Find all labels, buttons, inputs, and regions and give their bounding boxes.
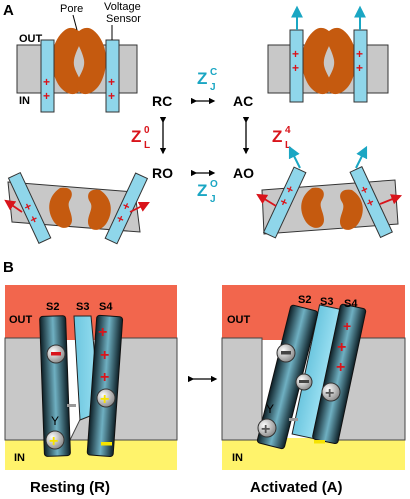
- svg-text:+: +: [43, 89, 50, 103]
- svg-text:+: +: [100, 369, 109, 386]
- label-s4-resting: S4: [99, 301, 113, 313]
- svg-text:Z: Z: [131, 127, 141, 146]
- label-s4-activated: S4: [344, 298, 358, 310]
- svg-text:Z: Z: [197, 69, 207, 88]
- out-label-activated: OUT: [227, 314, 251, 326]
- panel-b-label: B: [3, 259, 14, 276]
- residue-y-activated: Y: [266, 402, 274, 416]
- voltage-label: Voltage: [104, 1, 141, 13]
- svg-text:L: L: [285, 140, 291, 151]
- voltage-sensor-left: [40, 39, 55, 113]
- svg-text:+: +: [337, 339, 346, 356]
- eq-constant-bottom: Z O J: [197, 179, 218, 205]
- svg-text:+: +: [336, 359, 345, 376]
- svg-text:J: J: [210, 82, 216, 93]
- svg-text:+: +: [325, 385, 334, 402]
- caption-resting: Resting (R): [30, 479, 110, 496]
- out-label: OUT: [19, 33, 43, 45]
- svg-text:+: +: [108, 75, 115, 89]
- svg-text:+: +: [261, 421, 270, 438]
- pore-label: Pore: [60, 3, 83, 15]
- svg-text:C: C: [210, 67, 217, 78]
- resting-state-diagram: OUT IN S2 S3 S4 + + + + Y +: [4, 285, 178, 470]
- svg-text:+: +: [43, 75, 50, 89]
- label-s2-resting: S2: [46, 301, 59, 313]
- svg-text:+: +: [100, 347, 109, 364]
- panel-a-label: A: [3, 2, 14, 19]
- eq-constant-left: Z 0 L: [131, 125, 150, 151]
- label-s3-activated: S3: [320, 296, 333, 308]
- caption-activated: Activated (A): [250, 479, 343, 496]
- svg-text:+: +: [100, 391, 109, 408]
- svg-text:O: O: [210, 179, 218, 190]
- activated-state-diagram: OUT IN S2 S3 S4 + + + + Y +: [221, 285, 406, 470]
- in-label: IN: [19, 95, 30, 107]
- svg-text:Z: Z: [197, 181, 207, 200]
- state-ro-label: RO: [152, 165, 173, 181]
- svg-text:+: +: [356, 47, 363, 61]
- eq-constant-right: Z 4 L: [272, 125, 291, 151]
- svg-text:4: 4: [285, 125, 291, 136]
- svg-text:+: +: [292, 47, 299, 61]
- label-s2-activated: S2: [298, 294, 311, 306]
- eq-constant-top: Z C J: [197, 67, 217, 93]
- svg-text:+: +: [108, 89, 115, 103]
- svg-text:J: J: [210, 194, 216, 205]
- svg-text:+: +: [49, 433, 58, 450]
- sensor-label: Sensor: [106, 13, 141, 25]
- out-label-resting: OUT: [9, 314, 33, 326]
- svg-text:0: 0: [144, 125, 150, 136]
- svg-text:Z: Z: [272, 127, 282, 146]
- residue-y-resting: Y: [51, 414, 59, 428]
- in-label-activated: IN: [232, 452, 243, 464]
- state-ro-cartoon: ++ ++: [4, 171, 150, 245]
- pore-half-right: [76, 27, 107, 95]
- pore-half-left: [51, 27, 82, 95]
- state-rc-cartoon: ++ ++ OUT IN Pore Voltage Sensor: [16, 1, 141, 113]
- svg-text:+: +: [98, 324, 107, 341]
- svg-text:L: L: [144, 140, 150, 151]
- state-ao-cartoon: ++ ++: [256, 145, 403, 239]
- svg-text:+: +: [292, 61, 299, 75]
- state-ao-label: AO: [233, 165, 254, 181]
- label-s3-resting: S3: [76, 301, 89, 313]
- svg-text:+: +: [343, 318, 351, 334]
- svg-text:+: +: [356, 61, 363, 75]
- in-label-resting: IN: [14, 452, 25, 464]
- segment-s4-resting: [86, 314, 124, 457]
- state-rc-label: RC: [152, 93, 172, 109]
- state-ac-cartoon: ++ ++: [267, 5, 389, 103]
- state-ac-label: AC: [233, 93, 253, 109]
